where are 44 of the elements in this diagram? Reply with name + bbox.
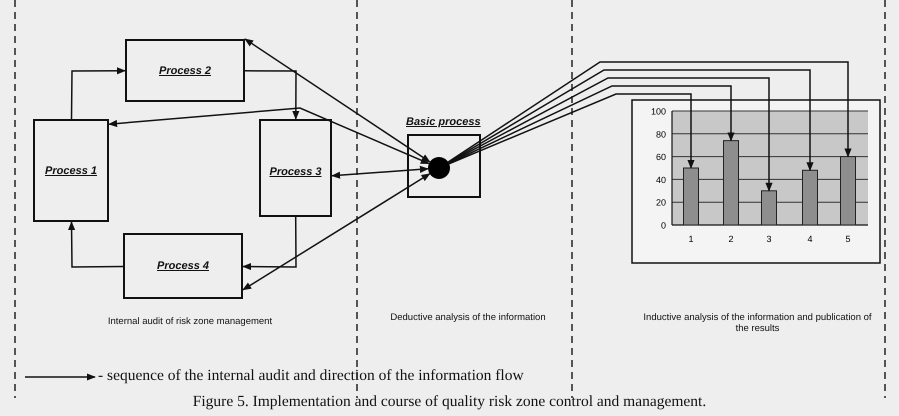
process-label: Process 2 <box>159 64 211 76</box>
dot <box>428 157 450 179</box>
caption-text: Deductive analysis of the information <box>389 312 547 323</box>
box-heading: Basic process <box>406 116 481 128</box>
category-label: 1 <box>688 234 694 244</box>
tick-label: 100 <box>650 106 666 116</box>
category-label: 4 <box>808 234 812 244</box>
arrow <box>448 93 695 169</box>
arrow <box>244 38 431 163</box>
chart-bar <box>761 190 777 226</box>
legend-text: - sequence of the internal audit and direction of the information flow <box>98 367 524 385</box>
arrow <box>448 85 735 164</box>
chart-bar <box>802 170 818 226</box>
process-box <box>123 233 243 299</box>
arrow <box>448 77 773 192</box>
figure-caption: Figure 5. Implementation and course of quality risk zone control and management. <box>192 393 708 411</box>
arrow <box>448 61 852 163</box>
chart-bar <box>683 168 699 226</box>
category-label: 3 <box>766 234 772 244</box>
arrow <box>242 173 430 290</box>
arrow <box>108 107 430 164</box>
arrow <box>70 67 126 119</box>
process-box <box>259 119 332 217</box>
tick-label: 60 <box>656 152 666 162</box>
arrow <box>331 166 429 179</box>
arrow <box>245 70 300 120</box>
process-box <box>33 119 109 222</box>
tick-label: 80 <box>656 129 666 140</box>
process-label: Process 4 <box>157 260 209 272</box>
process-label: Process 3 <box>270 166 322 178</box>
arrow <box>242 217 297 270</box>
chart-bar <box>723 140 739 226</box>
chart-bar <box>840 156 856 226</box>
caption-text: Internal audit of risk zone management <box>106 316 274 327</box>
process-box <box>125 39 245 102</box>
caption-text: Inductive analysis of the information and publication of the results <box>642 312 873 334</box>
tick-label: 20 <box>656 198 666 208</box>
category-label: 5 <box>846 234 850 244</box>
tick-label: 0 <box>660 220 666 230</box>
process-label: Process 1 <box>45 164 97 176</box>
tick-label: 40 <box>656 174 666 185</box>
category-label: 2 <box>728 234 734 244</box>
arrow <box>448 69 814 172</box>
arrow <box>68 221 123 268</box>
